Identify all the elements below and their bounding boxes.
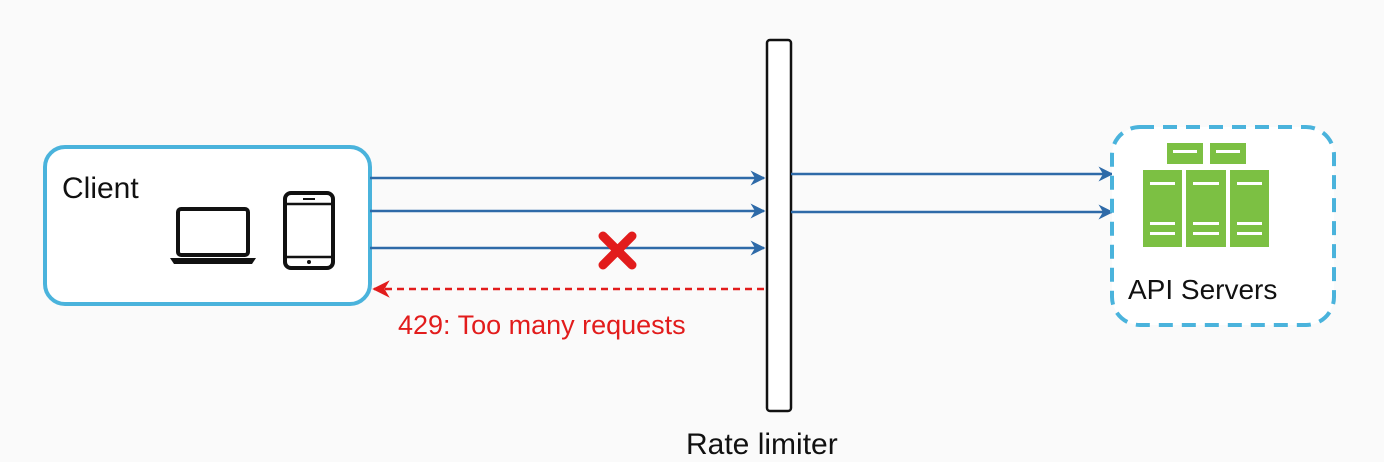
client-box (43, 145, 372, 306)
rate-limiter-bar (765, 38, 793, 413)
tablet-icon (283, 191, 335, 270)
api-servers-label: API Servers (1128, 274, 1278, 305)
laptop-icon (170, 207, 256, 264)
cross-icon (598, 231, 637, 270)
client-label: Client (62, 172, 139, 205)
rate-limiter-label: Rate limiter (686, 428, 838, 461)
server-rack-icon (1143, 143, 1269, 247)
error-label: 429: Too many requests (398, 310, 686, 340)
